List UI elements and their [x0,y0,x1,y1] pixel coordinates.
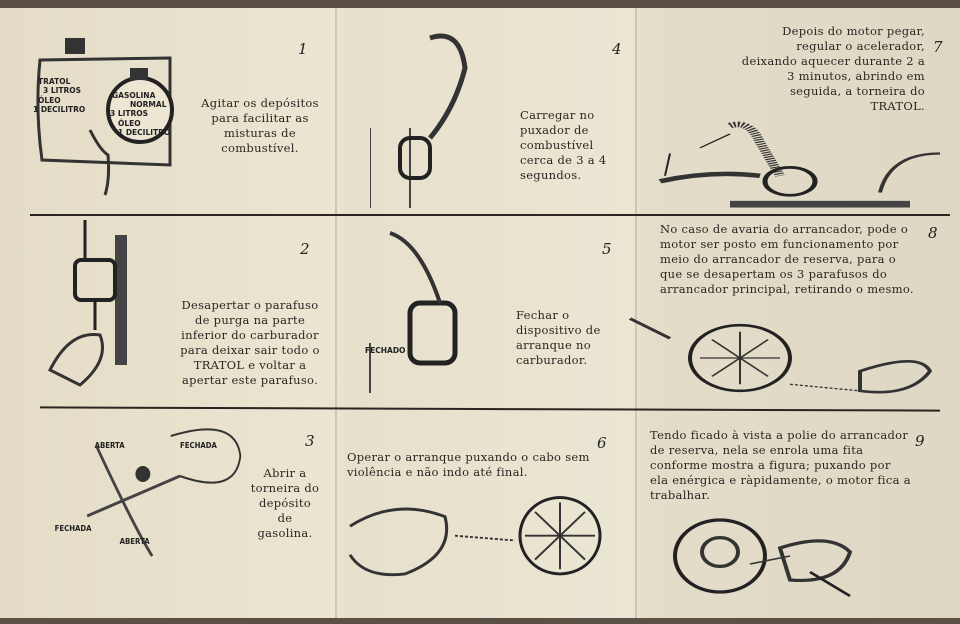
label-closed: FECHADA [180,441,217,450]
step-number: 3 [305,432,315,450]
step-number: 8 [928,224,938,242]
step-text: Agitar os depósitos para facilitar as mi… [201,96,319,155]
step-number: 9 [915,432,925,450]
label-closed: FECHADA [55,524,92,533]
pull-starter-illustration [348,496,602,577]
step-text: No caso de avaria do arrancador, pode o … [660,222,914,296]
label-liters: 3 LITROS [43,86,81,95]
step-number: 4 [612,40,622,58]
step-number: 5 [602,240,612,258]
step-text: Operar o arranque puxando o cabo sem vio… [347,450,590,479]
step-number: 7 [933,38,943,56]
throttle-illustration [658,121,941,208]
fuel-tanks-illustration: TRATOL 3 LITROS ÓLEO 1 DECILITRO GASOLIN… [33,38,174,196]
divider [30,214,950,216]
divider [39,406,941,412]
label-oil: ÓLEO [118,119,141,128]
step-text: Abrir a torneira do depósito de gasolina… [250,466,320,540]
step-number: 1 [298,40,308,58]
step-number: 6 [597,434,607,452]
label-decilitre: 1 DECILITRO [33,105,85,114]
label-open: ABERTA [120,537,150,546]
label-liters: 3 LITROS [110,109,148,118]
reserve-pulley-illustration [673,518,853,597]
label-open: ABERTA [95,441,125,450]
carburetor-drain-illustration [47,220,127,387]
fold-line [635,8,637,618]
instruction-leaflet: TRATOL 3 LITROS ÓLEO 1 DECILITRO GASOLIN… [0,8,960,618]
label-closed: FECHADO [365,346,405,355]
step-text: Fechar o dispositivo de arranque no carb… [516,308,601,367]
step-text: Carregar no puxador de combustível cerca… [520,108,607,182]
choke-illustration: FECHADO [365,231,458,393]
label-oil: ÓLEO [38,96,61,105]
fold-line [335,8,337,618]
fuel-primer-illustration [370,33,468,208]
step-number: 2 [300,240,310,258]
label-gasoline: GASOLINA [112,91,156,100]
label-tratol: TRATOL [38,77,71,86]
label-normal: NORMAL [130,100,167,109]
step-text: Desapertar o parafuso de purga na parte … [180,298,320,387]
fuel-tap-illustration: ABERTA FECHADA FECHADA ABERTA [55,428,242,557]
step-text: Depois do motor pegar, regular o acelera… [741,24,925,113]
step-text: Tendo ficado à vista a polie do arrancad… [650,428,911,502]
label-decilitre: 1 DECILITRO [118,128,170,137]
reserve-starter-illustration [628,317,933,394]
